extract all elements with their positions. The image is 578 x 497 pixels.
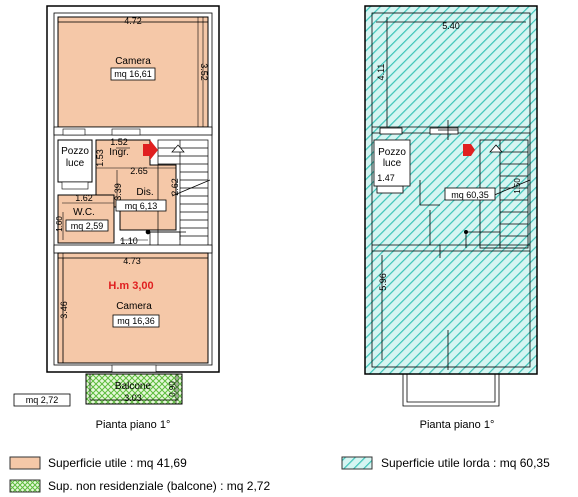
label-ingr: Ingr. (109, 147, 128, 158)
label-camera-bottom: Camera (116, 301, 152, 312)
height-note: H.m 3,00 (108, 280, 153, 292)
right-balcony-outline (402, 374, 500, 407)
dim-right-top-width: 5.40 (442, 21, 460, 31)
dim-camera-top-height: 3.52 (199, 63, 209, 81)
legend-swatch-lorda (341, 456, 373, 470)
dim-wc-width: 1.62 (75, 193, 93, 203)
dim-wc-h: 1.52 (110, 137, 128, 147)
dim-bottom-height: 3.46 (59, 301, 69, 319)
label-camera-top: Camera (115, 56, 151, 67)
area-wc: mq 2,59 (71, 221, 104, 231)
legend-swatch-balcone (9, 479, 41, 493)
dim-ingr-w: 1.53 (95, 149, 105, 167)
label-pozzo-right-1: Pozzo (378, 147, 406, 158)
area-camera-top: mq 16,61 (114, 69, 152, 79)
label-dis: Dis. (136, 187, 153, 198)
label-wc: W.C. (73, 207, 95, 218)
dim-right-stair: 1.50 (513, 178, 522, 194)
legend-label-utile: Superficie utile : mq 41,69 (48, 456, 187, 470)
entrance-marker-icon (463, 144, 475, 156)
dim-wc-height: 1.60 (55, 216, 64, 232)
left-floor-plan: 4.72 3.52 Camera mq 16,61 Pozzo luce 1.5… (13, 5, 220, 431)
dim-dis-w: 2.65 (130, 166, 148, 176)
entrance-arrow-icon (143, 140, 158, 160)
right-floor-plan: 5.40 4.11 Pozzo luce 1.47 mq 60,35 1.50 … (364, 5, 538, 431)
dim-small-w: 1.10 (120, 236, 138, 246)
dim-top-width: 4.72 (124, 16, 142, 26)
pozzo-luce-left (57, 139, 93, 183)
area-dis: mq 6,13 (125, 201, 158, 211)
dim-right-bottom-height: 5.96 (378, 273, 388, 291)
dim-dis-side: 3.39 (113, 183, 123, 201)
legend-label-lorda: Superficie utile lorda : mq 60,35 (381, 456, 550, 470)
label-pozzo-right-2: luce (383, 158, 402, 169)
balcony (85, 373, 183, 405)
area-balcone: mq 2,72 (26, 395, 59, 405)
room-camera-bottom (57, 252, 209, 364)
area-camera-bottom: mq 16,36 (117, 316, 155, 326)
dim-balcony-h: 0.90 (168, 381, 177, 397)
dim-right-mid: 1.47 (377, 173, 395, 183)
label-balcone: Balcone (115, 381, 152, 392)
dim-right-top-height: 4.11 (376, 64, 386, 81)
legend-swatch-utile (9, 456, 41, 470)
dim-mid-width: 4.73 (123, 256, 141, 266)
area-right: mq 60,35 (451, 190, 489, 200)
dim-balcony-w: 3.03 (124, 393, 142, 403)
caption-left: Pianta piano 1° (96, 419, 171, 431)
legend-label-balcone: Sup. non residenziale (balcone) : mq 2,7… (48, 479, 270, 493)
dim-stair-h: 2.62 (170, 178, 180, 196)
caption-right: Pianta piano 1° (420, 419, 495, 431)
label-pozzo-left-2: luce (66, 158, 85, 169)
label-pozzo-left-1: Pozzo (61, 146, 89, 157)
